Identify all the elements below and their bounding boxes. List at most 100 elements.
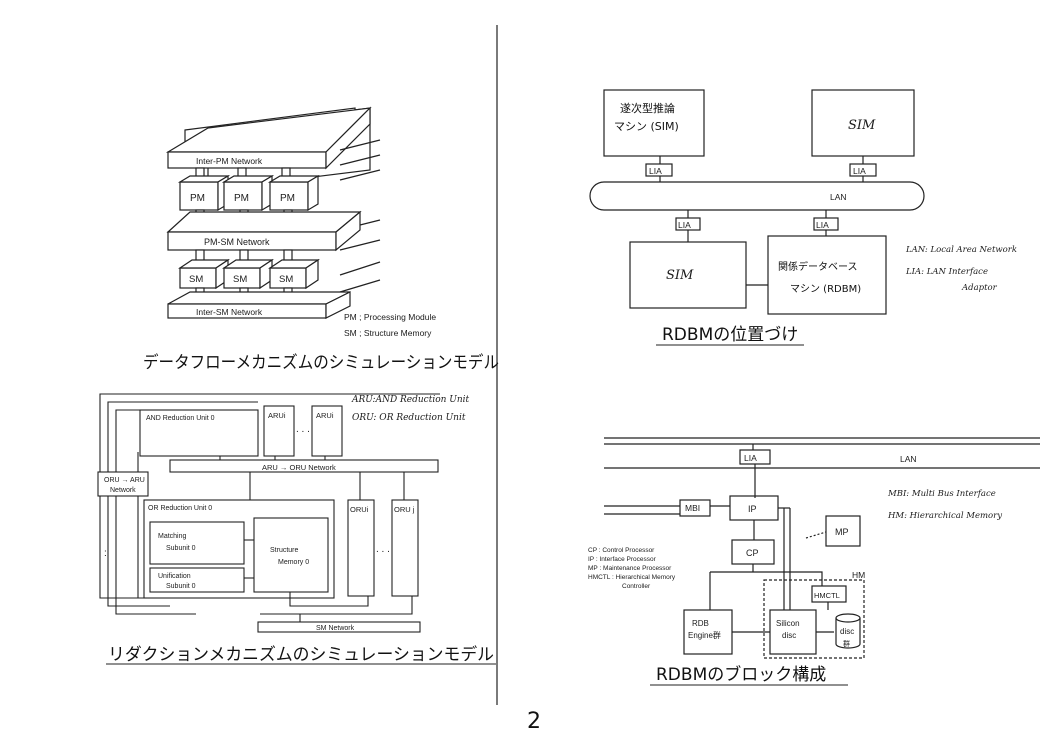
- mbi-box: [679, 499, 711, 517]
- aru-note: ARU:AND Reduction Unit: [351, 395, 470, 405]
- matching-label-1: Matching: [158, 533, 187, 540]
- rdb-engine-label-2: Engine群: [688, 630, 721, 640]
- reduction-dots-1: . . .: [296, 424, 310, 435]
- pm-label-2: PM: [234, 193, 249, 204]
- aru-oru-network-label: ARU → ORU Network: [262, 463, 336, 472]
- sm-network-bar: [257, 621, 421, 633]
- oru-j-label: ORU j: [394, 505, 415, 514]
- rdbm-label-2: マシン (RDBM): [790, 284, 861, 295]
- lia-label-2: LIA: [853, 166, 866, 176]
- arui-unit-2: [311, 405, 343, 457]
- matching-subunit: [149, 521, 245, 565]
- lia-label-1: LIA: [649, 166, 662, 176]
- sim-box-bottom: [629, 241, 747, 309]
- sim-box-top-left: [603, 89, 705, 157]
- rdbm-box: [767, 235, 887, 315]
- unification-label-1: Unification: [158, 573, 191, 580]
- inter-pm-network-label: Inter-PM Network: [196, 156, 263, 166]
- rdb-engine-label-1: RDB: [692, 619, 709, 628]
- legend-cp: CP : Control Processor: [588, 547, 655, 554]
- mp-label: MP: [835, 527, 849, 537]
- reduction-dots-2: . . .: [376, 544, 390, 555]
- lia-note: LIA: LAN Interface: [905, 267, 988, 277]
- unification-subunit: [149, 567, 245, 593]
- disc-group-top: [835, 613, 861, 623]
- oru-aru-network-label-1: ORU → ARU: [104, 477, 145, 484]
- sim-top-left-label-1: 遂次型推論: [620, 101, 675, 115]
- pm-label-1: PM: [190, 193, 205, 204]
- unification-label-2: Subunit 0: [166, 583, 196, 590]
- legend-ip: IP : Interface Processor: [588, 556, 657, 563]
- ip-label: IP: [748, 504, 757, 514]
- hmctl-label: HMCTL: [814, 591, 840, 600]
- mp-box: [825, 515, 861, 547]
- legend-hmctl: HMCTL : Hierarchical Memory: [588, 574, 676, 581]
- and-reduction-unit: [139, 409, 259, 457]
- inter-sm-network-label: Inter-SM Network: [196, 307, 263, 317]
- disc-group-label-1: disc: [840, 627, 854, 636]
- dataflow-legend-sm: SM ; Structure Memory: [344, 328, 432, 338]
- pm-sm-network-label: PM-SM Network: [204, 237, 270, 247]
- pm-box-1: [179, 181, 219, 211]
- hm-note: HM: Hierarchical Memory: [887, 511, 1002, 521]
- structure-label-1: Structure: [270, 547, 299, 554]
- reduction-dots-3: :: [104, 548, 107, 559]
- silicon-disc-label-2: disc: [782, 631, 796, 640]
- or-reduction-unit: [143, 499, 335, 599]
- legend-mp: MP : Maintenance Processor: [588, 565, 672, 572]
- oru-j-unit: [391, 499, 419, 597]
- dataflow-legend-pm: PM ; Processing Module: [344, 312, 436, 322]
- arui-label-2: ARUi: [316, 411, 334, 420]
- structure-memory: [253, 517, 329, 593]
- mbi-note: MBI: Multi Bus Interface: [887, 489, 996, 499]
- arui-label-1: ARUi: [268, 411, 286, 420]
- rdbm-block-diagram: [604, 437, 1040, 659]
- block-lan-label: LAN: [900, 454, 917, 464]
- sim-top-right-label: SIM: [848, 118, 876, 133]
- inter-sm-network-plate: [167, 291, 351, 305]
- arui-unit-1: [263, 405, 295, 457]
- pm-sm-network-plate: [166, 211, 362, 233]
- rdbm-label-1: 関係データベース: [778, 260, 858, 273]
- sm-label-2: SM: [233, 274, 247, 285]
- cp-label: CP: [746, 548, 759, 558]
- reduction-caption: リダクションメカニズムのシミュレーションモデル: [108, 644, 494, 665]
- orui-label: ORUi: [350, 505, 369, 514]
- sim-top-left-label-2: マシン (SIM): [614, 120, 679, 133]
- hm-region: [763, 579, 865, 659]
- oru-aru-network-box: [97, 471, 149, 497]
- orui-unit: [347, 499, 375, 597]
- and-unit-label: AND Reduction Unit 0: [146, 415, 215, 422]
- aru-oru-network-bar: [169, 459, 439, 473]
- oru-note: ORU: OR Reduction Unit: [352, 413, 466, 423]
- mbi-label: MBI: [685, 503, 700, 513]
- lan-label: LAN: [830, 192, 847, 202]
- lia-box-1: [645, 163, 673, 177]
- dataflow-caption: データフローメカニズムのシミュレーションモデル: [143, 352, 499, 373]
- disc-group-body: [835, 618, 861, 649]
- sm-network-label: SM Network: [316, 625, 355, 632]
- block-lia-label: LIA: [744, 453, 757, 463]
- sim-bottom-label: SIM: [666, 268, 694, 283]
- rdbm-position-caption: RDBMの位置づけ: [662, 325, 798, 345]
- structure-label-2: Memory 0: [278, 559, 309, 566]
- lan-bus: [589, 181, 925, 211]
- lia-label-3: LIA: [678, 220, 691, 230]
- hm-label: HM: [852, 570, 865, 580]
- or-unit-label: OR Reduction Unit 0: [148, 505, 212, 512]
- legend-hmctl-2: Controller: [622, 583, 651, 590]
- pm-label-3: PM: [280, 193, 295, 204]
- lia-label-4: LIA: [816, 220, 829, 230]
- hmctl-box: [811, 585, 847, 603]
- matching-label-2: Subunit 0: [166, 545, 196, 552]
- page-number: 2: [527, 709, 541, 734]
- silicon-disc-label-1: Silicon: [776, 619, 800, 628]
- rdbm-position-diagram: [589, 89, 925, 315]
- lia-note-2: Adaptor: [961, 283, 998, 293]
- dataflow-model-diagram: [165, 106, 381, 319]
- sm-label-3: SM: [279, 274, 293, 285]
- reduction-model-diagram: [97, 393, 440, 633]
- rdbm-block-caption: RDBMのブロック構成: [656, 664, 826, 685]
- lan-note: LAN: Local Area Network: [905, 245, 1017, 255]
